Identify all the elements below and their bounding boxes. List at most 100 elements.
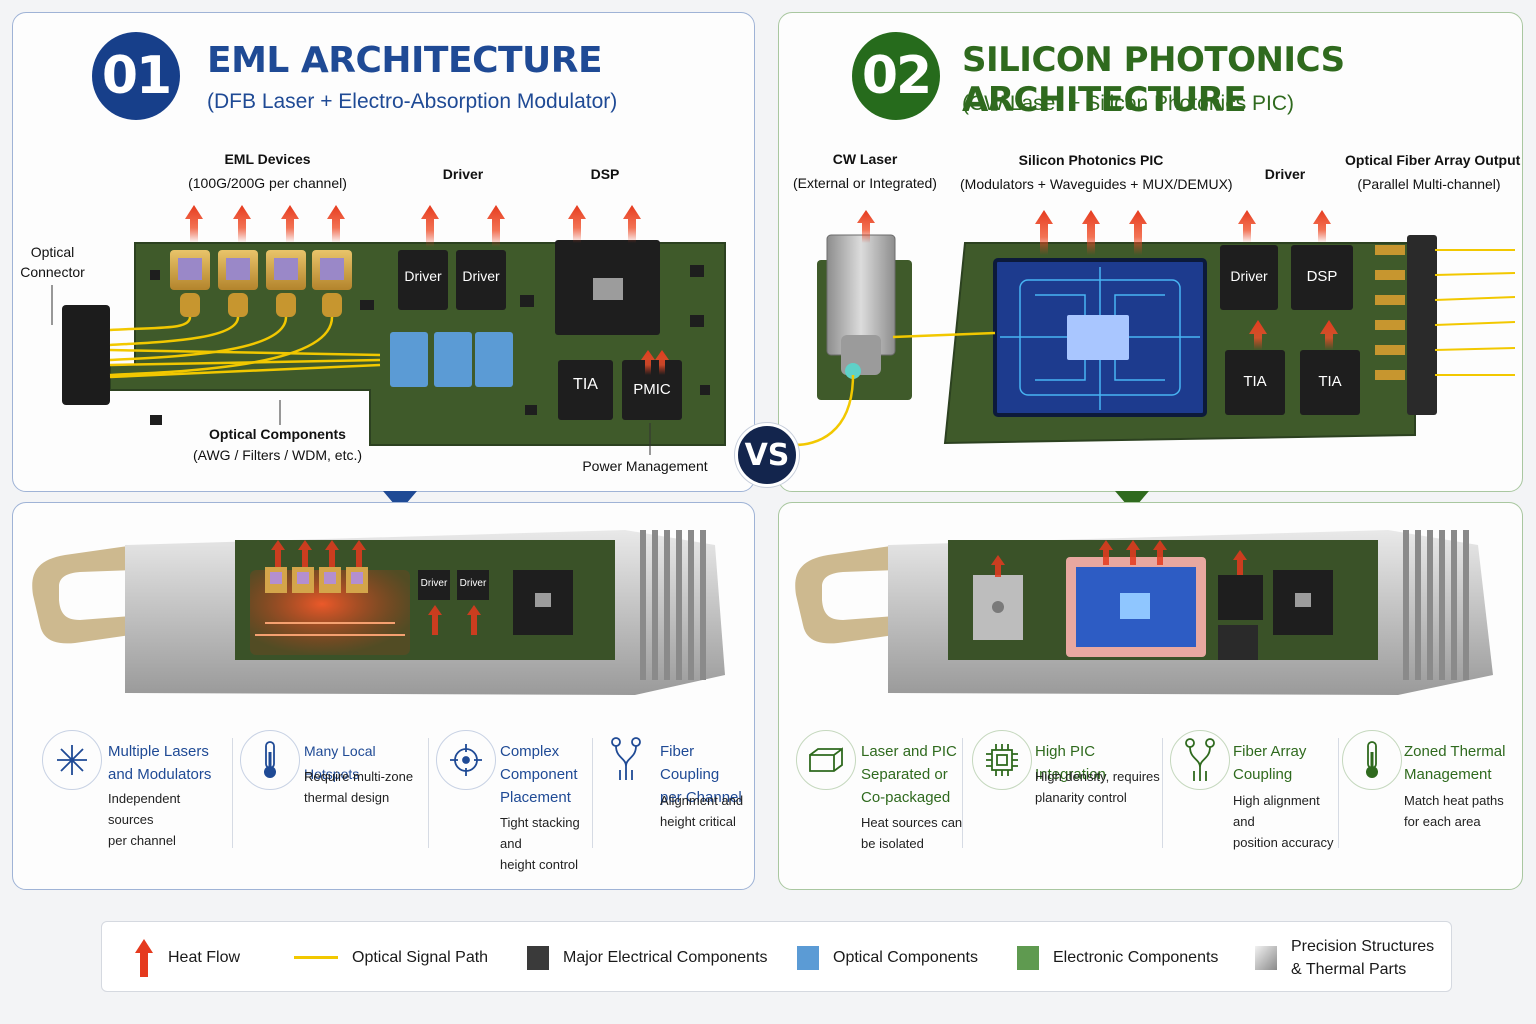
legend-heat-flow: Heat Flow [134, 922, 240, 993]
legend-optical-components: Optical Components [797, 922, 978, 993]
sip-feature-1-title-line2: Separated or [861, 766, 948, 783]
sip-feature-4-desc-line2: for each area [1404, 814, 1481, 829]
eml-driver-label: Driver [442, 166, 484, 182]
eml-feature-1-desc-line2: per channel [108, 833, 176, 848]
sip-tia-chip-label-2: TIA [1318, 373, 1342, 390]
eml-feature-3-title-line1: Complex [500, 743, 560, 760]
eml-feature-complex-placement: Complex Component Placement Tight stacki… [436, 728, 596, 872]
eml-driver-chip-1 [398, 250, 448, 310]
cw-laser-label: CW Laser (External or Integrated) [790, 148, 940, 196]
eml-devices [170, 250, 352, 317]
legend-precision-structures: Precision Structures & Thermal Parts [1255, 922, 1434, 993]
eml-devices-title: EML Devices [224, 151, 311, 167]
separator [232, 738, 233, 848]
eml-optical-signal-path [109, 316, 381, 379]
sip-number-badge: 02 [852, 32, 940, 120]
eml-devices-subtitle: (100G/200G per channel) [188, 174, 347, 191]
eml-feature-1-desc-line1: Independent sources [108, 791, 181, 827]
optical-connector-label: Optical Connector [15, 242, 90, 282]
eml-tia-chip-label: TIA [573, 376, 598, 393]
sip-feature-4-title-line1: Zoned Thermal [1404, 743, 1506, 760]
legend-precision-label-line1: Precision Structures [1291, 937, 1435, 955]
eml-heat-arrows [185, 205, 669, 375]
sip-feature-3-desc-line1: High alignment and [1233, 793, 1320, 829]
sip-tia-chip-2 [1300, 350, 1360, 415]
sip-fiber-array-output [1434, 249, 1515, 376]
sip-module-handle [795, 545, 908, 644]
eml-number-badge: 01 [92, 32, 180, 120]
eml-feature-3-title-line2: Component [500, 766, 578, 783]
sip-feature-1-title-line1: Laser and PIC [861, 743, 957, 760]
legend-optical-signal-path: Optical Signal Path [294, 922, 488, 993]
legend-major-electrical-label: Major Electrical Components [563, 948, 768, 966]
sip-feature-4-desc-line1: Match heat paths [1404, 793, 1504, 808]
sip-pic-subtitle: (Modulators + Waveguides + MUX/DEMUX) [960, 175, 1233, 192]
separator [592, 738, 593, 848]
eml-feature-3-desc-line2: height control [500, 857, 579, 872]
optical-components-title: Optical Components [209, 426, 346, 442]
sip-feature-high-integration: High PIC Integration High density, requi… [972, 728, 1162, 868]
power-management-label: Power Management [582, 458, 708, 474]
vs-badge: VS [735, 423, 799, 487]
eml-feature-fiber-coupling: Fiber Coupling per Channel Alignment and… [596, 728, 746, 868]
eml-feature-2-desc-line2: thermal design [304, 790, 390, 805]
sip-driver-label: Driver [1264, 166, 1306, 182]
eml-title: EML ARCHITECTURE [207, 40, 603, 81]
eml-dsp-label: DSP [590, 166, 620, 182]
sip-feature-3-title-line1: Fiber Array [1233, 743, 1307, 760]
starburst-icon [42, 730, 102, 790]
sip-pic-title: Silicon Photonics PIC [1018, 152, 1164, 168]
eml-feature-4-desc-line2: height critical [660, 814, 736, 829]
eml-feature-4-title-line1: Fiber Coupling [660, 743, 720, 783]
legend-optical-signal-label: Optical Signal Path [352, 948, 489, 966]
sip-board-illustration [795, 210, 1515, 447]
optical-connector-label-line2: Connector [20, 264, 85, 280]
sip-driver-chip-label: Driver [1230, 268, 1268, 284]
eml-feature-2-title: Many Local Hotspots [304, 743, 376, 782]
sip-dsp-chip-label: DSP [1306, 268, 1338, 285]
fiber-coupling-icon [596, 730, 656, 790]
legend-electronic-components-label: Electronic Components [1053, 948, 1219, 966]
sip-feature-laser-pic: Laser and PIC Separated or Co-packaged H… [796, 728, 966, 868]
sip-feature-fiber-array: Fiber Array Coupling High alignment and … [1170, 728, 1340, 868]
sip-feature-3-desc-line2: position accuracy [1233, 835, 1334, 850]
eml-feature-local-hotspots: Many Local Hotspots Require multi-zone t… [240, 728, 430, 868]
optical-components-label: Optical Components (AWG / Filters / WDM,… [185, 424, 370, 466]
eml-feature-1-title-line1: Multiple Lasers [108, 743, 209, 760]
eml-driver-chip-2 [456, 250, 506, 310]
heat-arrow-icon [135, 938, 153, 977]
sip-pic-label: Silicon Photonics PIC (Modulators + Wave… [960, 149, 1233, 197]
sip-feature-2-desc-line1: High density, requires [1035, 769, 1160, 784]
eml-module-driver-label-2: Driver [459, 578, 487, 589]
separator [1338, 738, 1339, 848]
eml-devices-label: EML Devices (100G/200G per channel) [180, 148, 355, 196]
eml-pmic-chip [622, 360, 682, 420]
sip-feature-1-desc-line2: be isolated [861, 836, 924, 851]
legend-heat-flow-label: Heat Flow [168, 948, 241, 966]
sip-feature-1-desc-line1: Heat sources can [861, 815, 963, 830]
fiber-output-title: Optical Fiber Array Output [1345, 152, 1521, 168]
optical-connector-label-line1: Optical [30, 244, 75, 260]
sip-driver-chip [1220, 245, 1278, 310]
eml-feature-2-desc-line1: Require multi-zone [304, 769, 414, 784]
sip-feature-2-desc-line2: planarity control [1035, 790, 1127, 805]
sip-dsp-chip [1291, 245, 1353, 310]
eml-feature-4-title-line2: per Channel [660, 789, 742, 806]
legend-optical-components-label: Optical Components [833, 948, 978, 966]
legend-electronic-components: Electronic Components [1017, 922, 1218, 993]
sip-module-illustration [795, 530, 1493, 695]
sip-feature-3-title-line2: Coupling [1233, 766, 1293, 783]
eml-driver-chip-label-2: Driver [462, 268, 500, 284]
sip-feature-4-title-line2: Management [1404, 766, 1492, 783]
optical-connector [62, 305, 110, 405]
thermometer-icon [1342, 730, 1402, 790]
separator [428, 738, 429, 848]
sip-heat-arrows [857, 210, 1338, 350]
gradient-square-icon [1255, 945, 1277, 970]
eml-tia-chip [558, 360, 613, 420]
eml-feature-3-desc-line1: Tight stacking and [500, 815, 580, 851]
eml-module-driver-label-1: Driver [420, 578, 448, 589]
sip-subtitle: (CW Laser + Silicon Photonics PIC) [962, 92, 1295, 115]
legend-major-electrical: Major Electrical Components [527, 922, 768, 993]
eml-subtitle: (DFB Laser + Electro-Absorption Modulato… [207, 90, 618, 113]
